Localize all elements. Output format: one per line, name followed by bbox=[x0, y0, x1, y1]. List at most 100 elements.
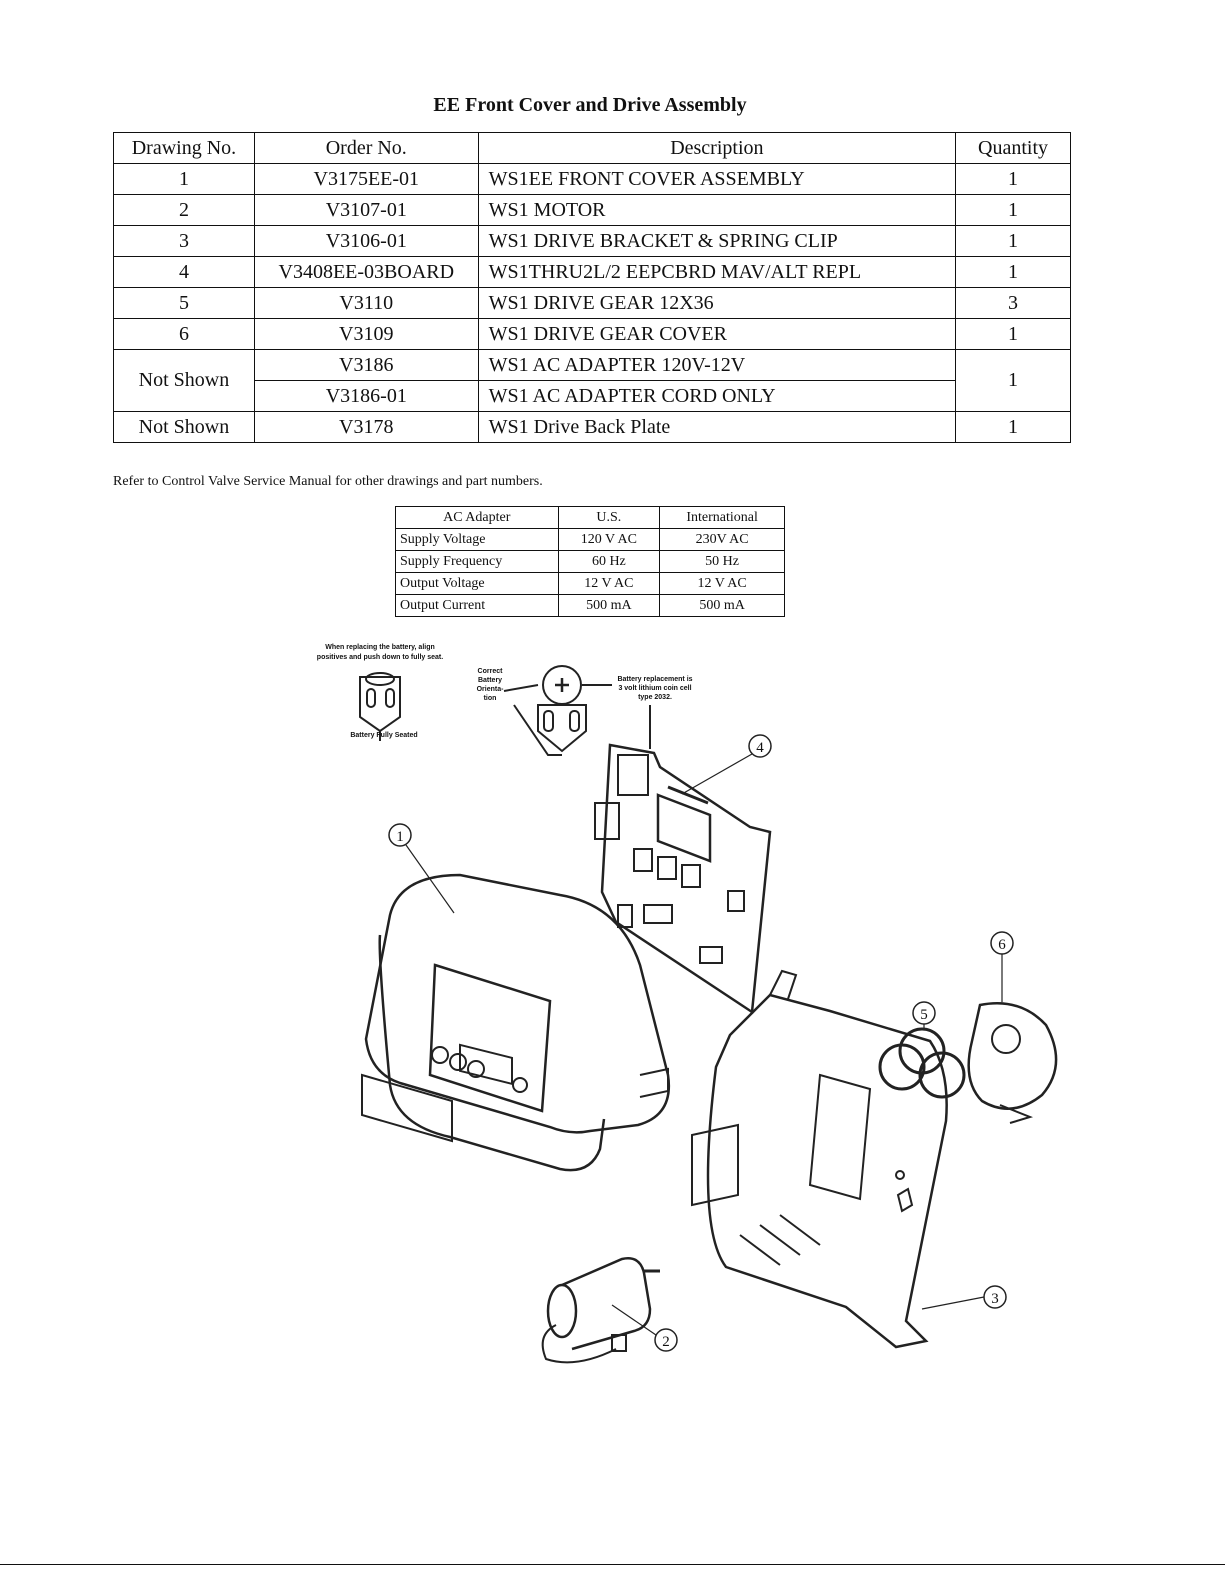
button-icon bbox=[431, 1046, 449, 1064]
table-row: 6 V3109 WS1 DRIVE GEAR COVER 1 bbox=[113, 318, 1071, 350]
callout-3: 3 bbox=[921, 1285, 1007, 1310]
cell-drawing: 6 bbox=[113, 318, 255, 350]
table-row: Not Shown V3178 WS1 Drive Back Plate 1 bbox=[113, 411, 1071, 443]
cell-quantity: 1 bbox=[955, 411, 1071, 443]
cell-description: WS1 DRIVE GEAR COVER bbox=[477, 318, 957, 350]
leader-line bbox=[611, 1304, 657, 1336]
label-plate bbox=[361, 1073, 453, 1143]
leader-line bbox=[921, 1296, 985, 1310]
header-drawing-no: Drawing No. bbox=[113, 132, 255, 164]
leader-line bbox=[405, 844, 455, 914]
cell-drawing: Not Shown bbox=[113, 349, 255, 412]
table-row: V3186-01 WS1 AC ADAPTER CORD ONLY bbox=[114, 380, 1071, 412]
cell-description: WS1EE FRONT COVER ASSEMBLY bbox=[477, 163, 957, 195]
battery-clip-icon bbox=[366, 688, 376, 708]
gear-cover-tab bbox=[999, 1104, 1034, 1124]
battery-clip-icon bbox=[385, 688, 395, 708]
callout-circle bbox=[388, 823, 412, 847]
table-row: 1 V3175EE-01 WS1EE FRONT COVER ASSEMBLY … bbox=[113, 163, 1071, 195]
orientation-label-2: Battery bbox=[478, 677, 502, 684]
callout-label: 2 bbox=[662, 1334, 670, 1350]
battery-note-line-1: When replacing the battery, align bbox=[325, 644, 435, 651]
battery-orientation-inset: Correct Battery Orienta- tion Battery re… bbox=[477, 665, 693, 756]
button-icon bbox=[681, 864, 701, 888]
cell-quantity: 1 bbox=[955, 318, 1071, 350]
callout-label: 4 bbox=[756, 740, 764, 756]
header-ac-adapter: AC Adapter bbox=[395, 506, 559, 529]
cell-international: 230V AC bbox=[659, 528, 785, 551]
battery-note-line-2: positives and push down to fully seat. bbox=[317, 654, 443, 661]
connector-icon bbox=[617, 904, 633, 928]
cell-order: V3186 bbox=[253, 349, 479, 381]
orientation-label-3: Orienta- bbox=[477, 686, 505, 693]
drive-gears bbox=[878, 1027, 966, 1099]
spring-clip-icon bbox=[896, 1187, 914, 1213]
cell-description: WS1 AC ADAPTER CORD ONLY bbox=[477, 380, 957, 412]
cell-description: WS1THRU2L/2 EEPCBRD MAV/ALT REPL bbox=[477, 256, 957, 288]
cell-quantity: 1 bbox=[955, 256, 1071, 288]
cell-order: V3175EE-01 bbox=[253, 163, 479, 195]
replacement-note-2: 3 volt lithium coin cell bbox=[618, 685, 691, 692]
cell-label: Supply Voltage bbox=[395, 528, 559, 551]
replacement-note-3: type 2032. bbox=[638, 694, 672, 701]
orientation-label-1: Correct bbox=[478, 668, 504, 675]
cell-drawing: Not Shown bbox=[113, 411, 255, 443]
bracket-wall bbox=[808, 1073, 872, 1201]
page-title: EE Front Cover and Drive Assembly bbox=[433, 94, 747, 116]
lcd-display-icon bbox=[656, 793, 712, 863]
cell-label: Output Voltage bbox=[395, 572, 559, 595]
cover-outline bbox=[364, 873, 671, 1134]
callout-circle bbox=[748, 734, 772, 758]
callout-4: 4 bbox=[681, 734, 772, 795]
cell-us: 500 mA bbox=[557, 594, 661, 617]
cell-order: V3107-01 bbox=[253, 194, 479, 226]
ribbon-icon bbox=[667, 785, 709, 805]
callout-label: 5 bbox=[920, 1007, 928, 1023]
gear-icon bbox=[878, 1043, 926, 1091]
replacement-note-1: Battery replacement is bbox=[617, 676, 692, 683]
bracket-outline bbox=[706, 993, 948, 1349]
cell-order: V3106-01 bbox=[253, 225, 479, 257]
motor-connector bbox=[611, 1334, 627, 1352]
cell-quantity: 1 bbox=[955, 225, 1071, 257]
reference-note: Refer to Control Valve Service Manual fo… bbox=[113, 474, 543, 489]
cell-description: WS1 AC ADAPTER 120V-12V bbox=[477, 349, 957, 381]
motor-end-cap bbox=[546, 1283, 578, 1339]
callout-1: 1 bbox=[388, 823, 455, 914]
cell-label: Output Current bbox=[395, 594, 559, 617]
plus-icon bbox=[555, 678, 569, 692]
callout-2: 2 bbox=[611, 1304, 678, 1352]
adapter-table-header: AC Adapter U.S. International bbox=[395, 506, 785, 529]
page-bottom-rule bbox=[0, 1564, 1225, 1565]
header-quantity: Quantity bbox=[955, 132, 1071, 164]
spring-clip-icon bbox=[895, 1170, 905, 1180]
cell-drawing: 4 bbox=[113, 256, 255, 288]
callout-6: 6 bbox=[990, 931, 1014, 1002]
leader-line bbox=[681, 753, 753, 795]
button-icon bbox=[467, 1060, 485, 1078]
cover-tab bbox=[639, 1067, 669, 1098]
cell-quantity: 3 bbox=[955, 287, 1071, 319]
lcd-window bbox=[459, 1043, 513, 1086]
cell-description: WS1 DRIVE GEAR 12X36 bbox=[477, 287, 957, 319]
cell-international: 12 V AC bbox=[659, 572, 785, 595]
cell-order: V3186-01 bbox=[253, 380, 479, 412]
bracket-collar bbox=[691, 1123, 739, 1207]
connector-icon bbox=[699, 946, 723, 964]
cell-description: WS1 DRIVE BRACKET & SPRING CLIP bbox=[477, 225, 957, 257]
motor bbox=[541, 1257, 660, 1364]
control-panel bbox=[428, 963, 552, 1113]
parts-table-header: Drawing No. Order No. Description Quanti… bbox=[113, 132, 1071, 164]
header-order-no: Order No. bbox=[253, 132, 479, 164]
bracket-ribs bbox=[739, 1214, 821, 1266]
battery-clip-icon bbox=[569, 710, 580, 732]
cell-order: V3109 bbox=[253, 318, 479, 350]
table-row: Not Shown V3186 WS1 AC ADAPTER 120V-12V … bbox=[113, 349, 1071, 412]
cell-label: Supply Frequency bbox=[395, 550, 559, 573]
header-international: International bbox=[659, 506, 785, 529]
gear-icon bbox=[898, 1027, 946, 1075]
motor-wire bbox=[541, 1324, 617, 1364]
coin-cell-icon bbox=[365, 672, 395, 686]
table-row: 3 V3106-01 WS1 DRIVE BRACKET & SPRING CL… bbox=[113, 225, 1071, 257]
button-icon bbox=[512, 1077, 528, 1093]
